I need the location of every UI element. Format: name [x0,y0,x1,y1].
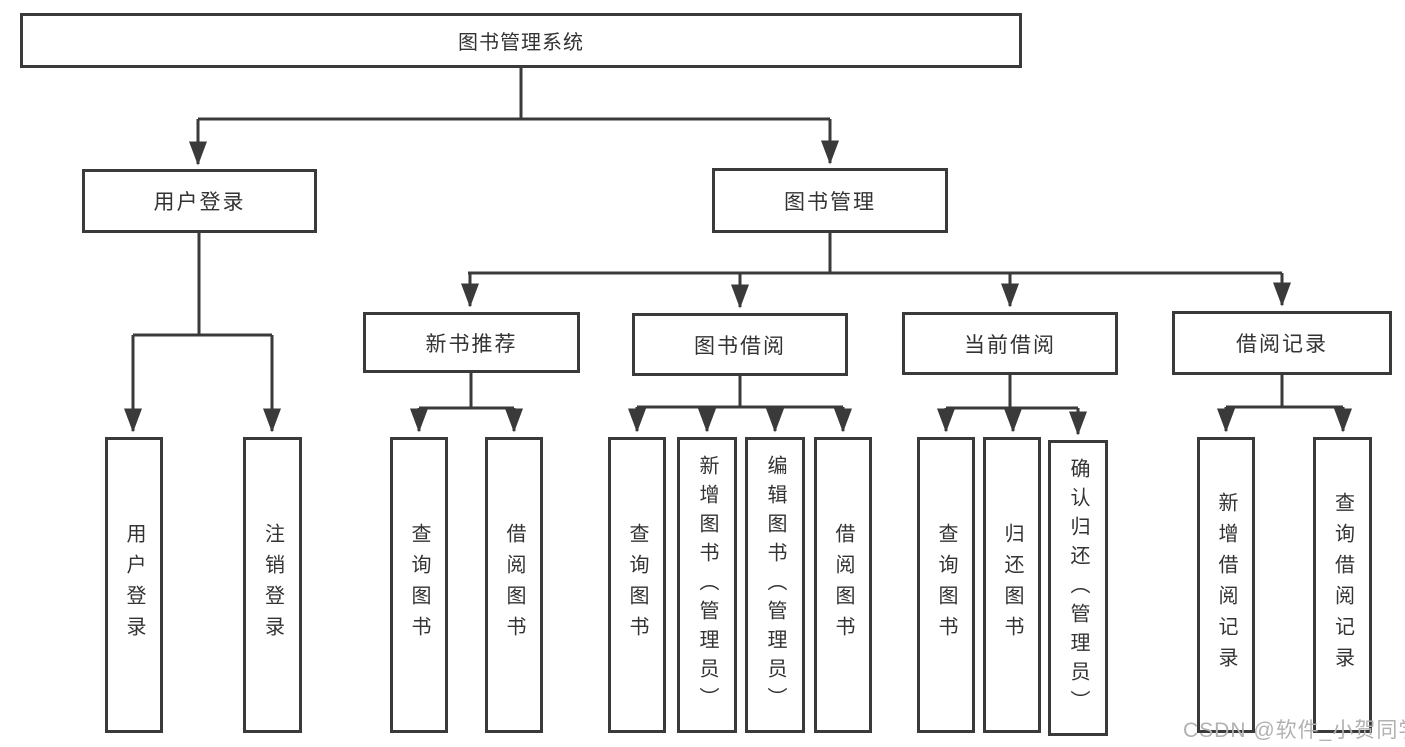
leaf-nbr-query-books-label: 查询图书 [408,523,430,647]
leaf-bb-borrow-books-label: 借阅图书 [832,523,854,647]
node-new-book-recommend: 新书推荐 [363,312,580,373]
leaf-logout-label: 注销登录 [261,523,284,647]
leaf-br-add-record-label: 新增借阅记录 [1215,492,1237,678]
leaf-bb-edit-books-admin: 编辑图书（管理员） [745,437,805,733]
leaf-cb-query-books: 查询图书 [917,437,975,733]
csdn-watermark: CSDN @软件_小贺同学 [1183,719,1405,742]
leaf-br-add-record: 新增借阅记录 [1197,437,1255,733]
leaf-bb-add-books-admin: 新增图书（管理员） [677,437,737,733]
node-root-label: 图书管理系统 [458,32,584,54]
leaf-bb-borrow-books: 借阅图书 [814,437,872,733]
node-user-login: 用户登录 [82,169,317,233]
node-root: 图书管理系统 [20,13,1022,68]
leaf-cb-confirm-return-admin: 确认归还（管理员） [1048,440,1108,736]
leaf-user-login-label: 用户登录 [123,523,145,647]
leaf-cb-query-books-label: 查询图书 [935,523,957,647]
node-current-borrow-label: 当前借阅 [964,333,1056,357]
node-user-login-label: 用户登录 [153,191,246,214]
leaf-bb-add-books-admin-label: 新增图书（管理员） [696,454,718,716]
node-borrow-records-label: 借阅记录 [1236,333,1328,356]
leaf-bb-query-books: 查询图书 [608,437,666,733]
leaf-cb-return-books: 归还图书 [983,437,1041,733]
leaf-bb-query-books-label: 查询图书 [626,523,648,647]
leaf-nbr-borrow-books: 借阅图书 [485,437,543,733]
leaf-cb-confirm-return-admin-label: 确认归还（管理员） [1067,457,1089,719]
leaf-bb-edit-books-admin-label: 编辑图书（管理员） [764,454,786,716]
node-book-borrow-label: 图书借阅 [694,334,786,358]
node-new-book-recommend-label: 新书推荐 [425,332,518,356]
node-borrow-records: 借阅记录 [1172,311,1392,375]
node-book-borrow: 图书借阅 [632,313,848,376]
leaf-logout: 注销登录 [243,437,302,733]
leaf-cb-return-books-label: 归还图书 [1001,523,1023,647]
leaf-nbr-borrow-books-label: 借阅图书 [503,523,525,647]
leaf-br-query-record: 查询借阅记录 [1313,437,1372,733]
node-book-management: 图书管理 [712,168,948,233]
node-book-management-label: 图书管理 [784,190,876,214]
leaf-br-query-record-label: 查询借阅记录 [1331,492,1354,678]
node-current-borrow: 当前借阅 [902,312,1118,375]
leaf-nbr-query-books: 查询图书 [390,437,448,733]
leaf-user-login: 用户登录 [105,437,163,733]
